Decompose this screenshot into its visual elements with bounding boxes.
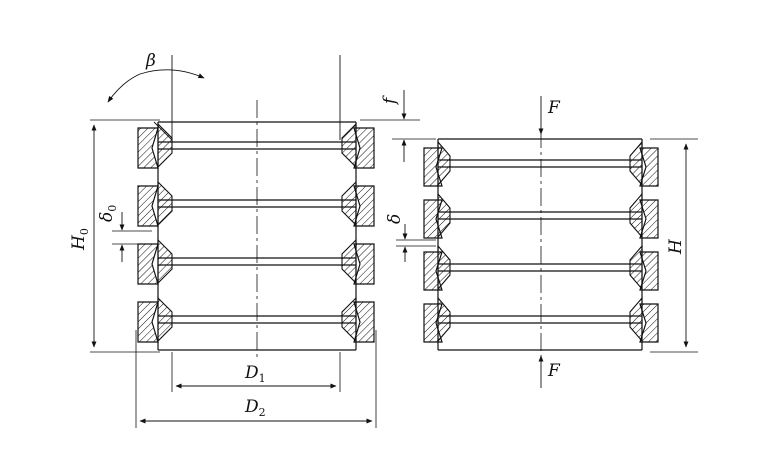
ring-2 <box>137 180 375 227</box>
force-top-label: F <box>547 98 561 118</box>
inner-ring-right <box>629 244 643 291</box>
delta0-subscript: 0 <box>106 205 119 212</box>
h0-label: H <box>69 234 89 251</box>
outer-ring-left <box>137 243 159 285</box>
inner-ring-left <box>157 180 173 227</box>
d1-subscript: 1 <box>259 372 266 385</box>
left-ring-stack <box>137 121 375 351</box>
beta-label: β <box>145 51 156 71</box>
force-arrow-bottom: F <box>538 355 561 388</box>
inner-ring-right <box>341 296 357 343</box>
outer-ring-right <box>639 199 659 239</box>
svg-text:D1: D1 <box>244 363 266 385</box>
inner-ring-left <box>157 238 173 285</box>
f-label: f <box>380 95 400 106</box>
inner-ring-left <box>437 192 451 239</box>
delta0-dimension: δ0 <box>97 205 152 262</box>
outer-ring-left <box>137 127 159 169</box>
h0-subscript: 0 <box>78 228 91 235</box>
d1-label: D <box>244 363 259 383</box>
inner-ring-right <box>341 122 357 169</box>
outer-ring-right <box>353 185 375 227</box>
f-dimension: f <box>360 90 436 162</box>
ring-4 <box>137 296 375 343</box>
svg-text:H0: H0 <box>69 228 91 251</box>
inner-ring-right <box>629 296 643 343</box>
right-spring-view: F F H f δ <box>360 90 698 388</box>
left-spring-view: H0 δ0 β D1 <box>69 51 377 428</box>
d1-dimension: D1 <box>171 352 341 392</box>
outer-ring-right <box>353 301 375 343</box>
h-label: H <box>666 238 686 255</box>
inner-ring-left <box>157 296 173 343</box>
delta-label: δ <box>385 214 405 224</box>
d2-dimension: D2 <box>135 330 377 428</box>
delta0-label: δ <box>97 212 117 222</box>
inner-ring-left <box>437 140 451 187</box>
d2-subscript: 2 <box>259 406 266 419</box>
outer-ring-right <box>639 251 659 291</box>
outer-ring-right <box>639 147 659 187</box>
h0-dimension: H0 <box>69 119 160 353</box>
ring-1 <box>137 122 375 169</box>
inner-ring-left <box>437 244 451 291</box>
d2-label: D <box>244 397 259 417</box>
outer-ring-right <box>639 303 659 343</box>
inner-ring-right <box>629 192 643 239</box>
inner-ring-left <box>157 122 173 169</box>
inner-ring-right <box>629 140 643 187</box>
outer-ring-left <box>137 301 159 343</box>
ring-3 <box>137 238 375 285</box>
inner-ring-right <box>341 180 357 227</box>
svg-text:D2: D2 <box>244 397 266 419</box>
ring-1 <box>423 140 659 187</box>
outer-ring-right <box>353 243 375 285</box>
h-dimension: H <box>650 138 698 353</box>
force-arrow-top: F <box>538 96 561 135</box>
outer-ring-right <box>353 127 375 169</box>
delta-dimension: δ <box>385 214 436 262</box>
right-ring-stack <box>423 138 659 351</box>
inner-ring-left <box>437 296 451 343</box>
outer-ring-left <box>137 185 159 227</box>
force-bottom-label: F <box>547 361 561 381</box>
inner-ring-right <box>341 238 357 285</box>
beta-angle: β <box>107 51 341 141</box>
svg-text:δ0: δ0 <box>97 205 119 222</box>
